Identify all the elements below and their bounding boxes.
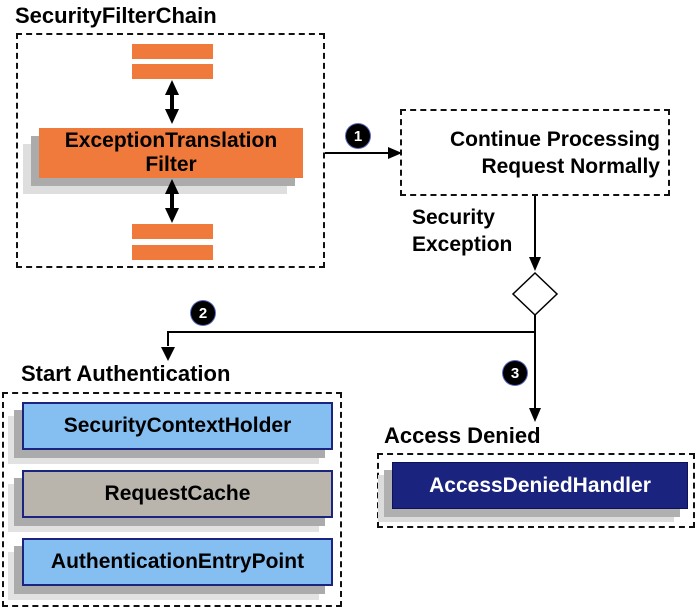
access-denied-title: Access Denied [384,423,541,448]
step-2-badge: 2 [191,301,215,325]
filter-placeholder-bar [132,224,213,239]
security-exception-label: Security Exception [412,204,512,258]
authentication-entry-point-label: AuthenticationEntryPoint [50,550,305,573]
decision-diamond [511,271,559,317]
flow-arrow-2-icon [529,196,541,271]
security-filter-chain-title: SecurityFilterChain [15,3,217,28]
continue-processing-label: Continue Processing Request Normally [400,109,670,196]
exception-translation-filter-label-line1: ExceptionTranslation [64,129,278,152]
security-context-holder-box: SecurityContextHolder [22,402,333,450]
start-authentication-title: Start Authentication [21,361,231,386]
security-exception-line1: Security [412,206,495,229]
access-denied-box [377,453,695,528]
security-exception-line2: Exception [412,233,513,256]
start-authentication-box [2,392,342,607]
filter-placeholder-bar [132,245,213,260]
access-denied-handler-box: AccessDeniedHandler [392,462,688,509]
step-3-badge: 3 [503,361,527,385]
security-filter-chain-box [16,33,325,268]
filter-placeholder-bar [132,44,213,59]
filter-placeholder-bar [132,64,213,79]
flow-arrow-1-icon [325,147,402,159]
access-denied-handler-label: AccessDeniedHandler [429,473,651,497]
request-cache-label: RequestCache [104,482,251,505]
security-context-holder-label: SecurityContextHolder [63,414,292,437]
authentication-entry-point-box: AuthenticationEntryPoint [22,538,333,586]
flow-arrow-4-icon [161,331,535,361]
continue-processing-line1: Continue Processing [449,127,660,151]
exception-translation-filter-label-line2: Filter [145,153,197,176]
flow-arrow-3-icon [529,315,541,422]
step-1-badge: 1 [346,124,370,148]
request-cache-box: RequestCache [22,470,333,518]
exception-translation-filter-box: ExceptionTranslation Filter [39,128,303,178]
continue-processing-line2: Request Normally [481,154,660,178]
